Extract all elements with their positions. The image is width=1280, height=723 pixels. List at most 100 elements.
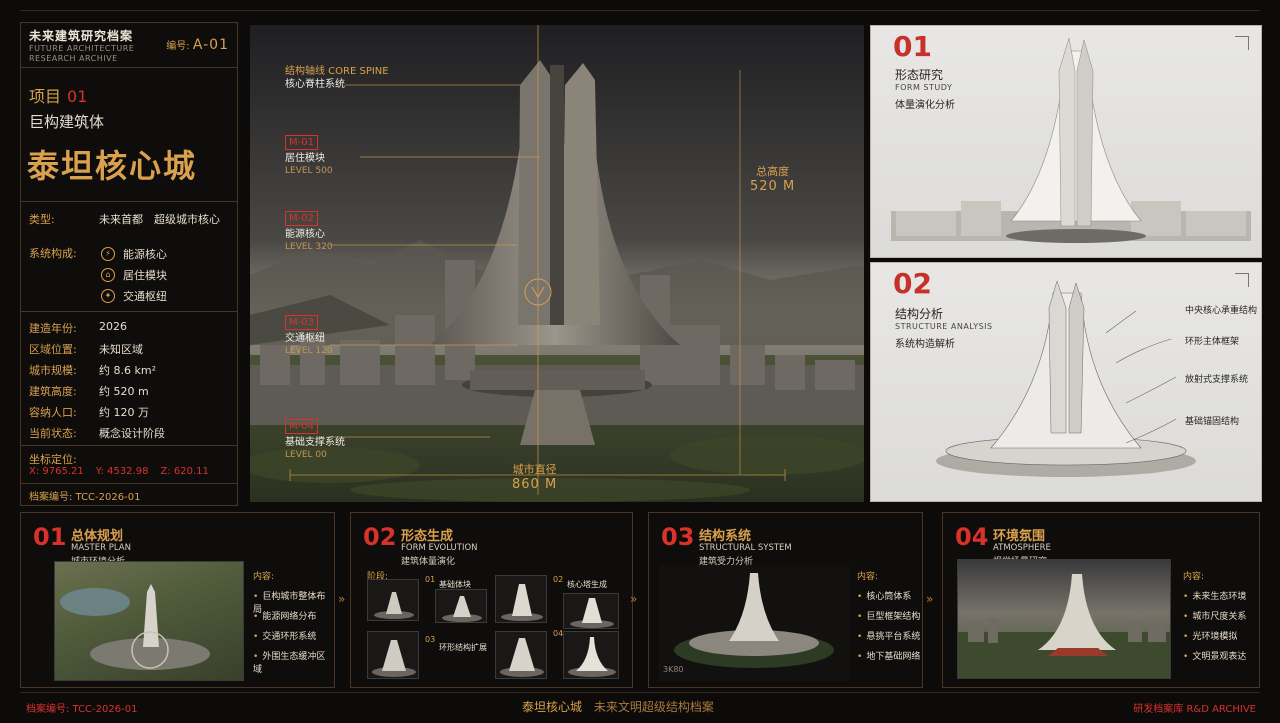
- card-title: 结构系统: [699, 529, 752, 544]
- module-callout-m03: M-03 交通枢纽 LEVEL 120: [285, 315, 333, 358]
- stage-thumb-3-illustration: [501, 584, 543, 621]
- form-study-number: 01: [893, 30, 932, 63]
- module-tag: M-04: [285, 419, 318, 434]
- coord-x: X: 9765.21: [29, 466, 84, 477]
- module-level: LEVEL 500: [285, 166, 333, 176]
- card-desc: 建筑体量演化: [401, 557, 456, 567]
- module-callout-m04: M-04 基础支撑系统 LEVEL 00: [285, 419, 345, 462]
- hero-render: 结构轴线 CORE SPINE 核心脊柱系统 M-01 居住模块 LEVEL 5…: [250, 25, 864, 502]
- footer: 档案编号: TCC-2026-01 泰坦核心城 未来文明超级结构档案 研发档案库…: [0, 694, 1280, 723]
- list-item: 悬挑平台系统: [857, 629, 920, 649]
- structure-label-radial: 放射式支撑系统: [1185, 375, 1249, 385]
- diameter-value: 860 M: [512, 477, 558, 492]
- project-title: 泰坦核心城: [27, 147, 198, 185]
- stage-thumb-5-illustration: [372, 640, 416, 677]
- structure-desc: 系统构造解析: [895, 339, 955, 350]
- list-item: 巨型框架结构: [857, 609, 920, 629]
- stage-thumb-1: [367, 579, 419, 621]
- list-item: 交通环形系统: [253, 629, 334, 649]
- system-row: 系统构成:: [29, 245, 99, 261]
- type-row: 类型: 未来首都 超级城市核心: [29, 211, 220, 227]
- divider: [21, 67, 237, 68]
- stage-thumb-7: [563, 631, 619, 679]
- structure-title: 结构分析: [895, 307, 944, 321]
- fact-key: 区域位置:: [29, 343, 77, 356]
- structure-label-ring: 环形主体框架: [1185, 337, 1240, 347]
- module-name: 基础支撑系统: [285, 437, 345, 448]
- structural-system-list: 内容: 核心筒体系 巨型框架结构 悬挑平台系统 地下基础网络: [857, 569, 920, 669]
- atmosphere-illustration: [958, 574, 1170, 678]
- fact-key: 城市规模:: [29, 364, 77, 377]
- card-master-plan: 01 总体规划 MASTER PLAN 城市环境分析 内容: 巨构城市整体布局 …: [20, 512, 335, 688]
- card-number: 02: [363, 523, 397, 551]
- stage-thumb-3: [495, 575, 547, 623]
- corner-mark: [1235, 36, 1249, 50]
- list-item: 城市尺度关系: [1183, 609, 1246, 629]
- megastructure-illustration: [250, 25, 864, 502]
- card-title: 形态生成: [401, 529, 454, 544]
- fact-row: 当前状态: 概念设计阶段: [29, 425, 165, 441]
- list-item: 地下基础网络: [857, 649, 920, 669]
- process-strip: 01 总体规划 MASTER PLAN 城市环境分析 内容: 巨构城市整体布局 …: [20, 512, 1260, 688]
- form-study-panel: 01 形态研究 FORM STUDY 体量演化分析: [870, 25, 1262, 258]
- archive-number: 档案编号: TCC-2026-01: [29, 492, 141, 503]
- list-item: 巨构城市整体布局: [253, 589, 334, 615]
- chevron-right-icon: »: [926, 592, 934, 606]
- fact-row: 建筑高度: 约 520 m: [29, 383, 149, 399]
- system-item-label: 交通枢纽: [123, 289, 167, 303]
- archive-header: 未来建筑研究档案 FUTURE ARCHITECTURE RESEARCH AR…: [29, 27, 134, 64]
- module-callout-m02: M-02 能源核心 LEVEL 320: [285, 211, 333, 254]
- card-title: 总体规划: [71, 529, 124, 544]
- structural-system-illustration: [674, 573, 834, 668]
- height-dimension: 总高度 520 M: [750, 163, 795, 194]
- fact-row: 建造年份: 2026: [29, 320, 127, 336]
- list-item: 光环境模拟: [1183, 629, 1246, 649]
- footer-title: 泰坦核心城 未来文明超级结构档案: [522, 698, 714, 715]
- card-number: 04: [955, 523, 989, 551]
- stage-thumb-2-illustration: [442, 596, 482, 622]
- project-info-panel: 未来建筑研究档案 FUTURE ARCHITECTURE RESEARCH AR…: [20, 22, 238, 506]
- project-number: 01: [67, 87, 88, 106]
- spine-subtitle: 核心脊柱系统: [285, 79, 345, 90]
- stage-head: 阶段:: [367, 572, 389, 582]
- coord-label: 坐标定位:: [29, 453, 77, 466]
- module-tag: M-02: [285, 211, 318, 226]
- stage-thumb-6-illustration: [500, 638, 544, 677]
- fact-value: 概念设计阶段: [99, 427, 165, 440]
- master-plan-image: [54, 561, 244, 681]
- form-study-title-en: FORM STUDY: [895, 83, 953, 92]
- stage-02-num: 02: [553, 575, 564, 584]
- coord-values: X: 9765.21 Y: 4532.98 Z: 620.11: [29, 466, 209, 477]
- stage-thumb-1-illustration: [374, 592, 414, 619]
- structure-title-en: STRUCTURE ANALYSIS: [895, 322, 993, 331]
- stage-01-num: 01: [425, 575, 436, 584]
- fact-key: 建造年份:: [29, 322, 77, 335]
- structure-label-foundation: 基础锚固结构: [1185, 417, 1240, 427]
- stage-thumb-6: [495, 631, 547, 679]
- card-number: 03: [661, 523, 695, 551]
- coord-z: Z: 620.11: [160, 466, 209, 477]
- residential-module-icon: ⌂: [101, 267, 115, 282]
- stage-thumb-5: [367, 631, 419, 679]
- fact-row: 城市规模: 约 8.6 km²: [29, 362, 156, 378]
- card-number: 01: [33, 523, 67, 551]
- fact-value: 约 520 m: [99, 385, 149, 398]
- project-label-text: 项目: [29, 87, 62, 106]
- list-head: 内容:: [1183, 572, 1205, 582]
- card-title-en: MASTER PLAN: [71, 543, 131, 553]
- fact-row: 区域位置: 未知区域: [29, 341, 143, 357]
- type-label: 类型:: [29, 213, 55, 226]
- height-label: 总高度: [756, 165, 790, 178]
- archive-title-en-2: RESEARCH ARCHIVE: [29, 54, 118, 63]
- stage-thumb-7-illustration: [568, 637, 616, 677]
- energy-core-icon: ⚡: [101, 246, 115, 261]
- archive-code-value: A-01: [192, 37, 229, 53]
- module-callout-m01: M-01 居住模块 LEVEL 500: [285, 135, 333, 178]
- stage-thumb-4-illustration: [570, 598, 614, 628]
- fact-key: 建筑高度:: [29, 385, 77, 398]
- divider: [21, 483, 237, 484]
- card-desc: 建筑受力分析: [699, 557, 754, 567]
- frame-footer-line: [20, 692, 1260, 693]
- structure-label-core: 中央核心承重结构: [1185, 306, 1258, 316]
- list-item: 外围生态缓冲区域: [253, 649, 334, 675]
